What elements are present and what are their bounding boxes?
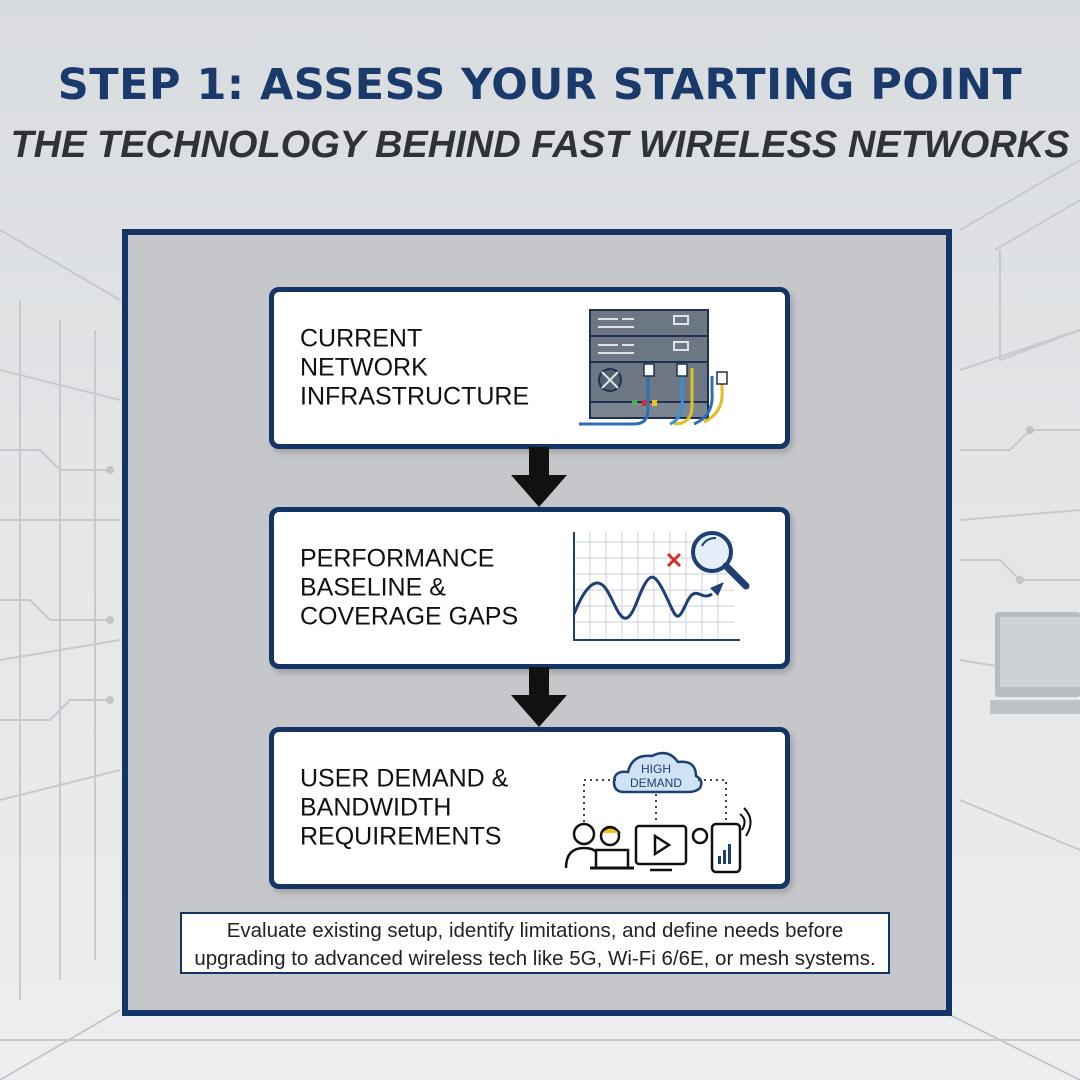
users-devices-cloud-icon: HIGH DEMAND — [564, 751, 752, 874]
step-card-infrastructure: CURRENT NETWORK INFRASTRUCTURE — [269, 287, 790, 449]
summary-note: Evaluate existing setup, identify limita… — [180, 912, 890, 974]
step-label-user-demand: USER DEMAND & BANDWIDTH REQUIREMENTS — [300, 764, 509, 851]
cloud-label-line-1: HIGH — [641, 762, 671, 776]
step-label-infrastructure: CURRENT NETWORK INFRASTRUCTURE — [300, 324, 530, 411]
page-title: STEP 1: ASSESS YOUR STARTING POINT — [57, 60, 1023, 110]
cloud-label-line-2: DEMAND — [630, 776, 682, 790]
step-label-performance: PERFORMANCE BASELINE & COVERAGE GAPS — [300, 544, 519, 631]
server-rack-icon — [579, 309, 728, 426]
steps-frame: CURRENT NETWORK INFRASTRUCTURE — [122, 229, 952, 1016]
down-arrow-icon — [511, 667, 567, 727]
performance-chart-magnifier-icon — [572, 531, 750, 641]
step-card-user-demand: USER DEMAND & BANDWIDTH REQUIREMENTS HIG… — [269, 727, 790, 889]
down-arrow-icon — [511, 447, 567, 507]
page-subtitle: THE TECHNOLOGY BEHIND FAST WIRELESS NETW… — [10, 124, 1070, 166]
step-card-performance: PERFORMANCE BASELINE & COVERAGE GAPS — [269, 507, 790, 669]
